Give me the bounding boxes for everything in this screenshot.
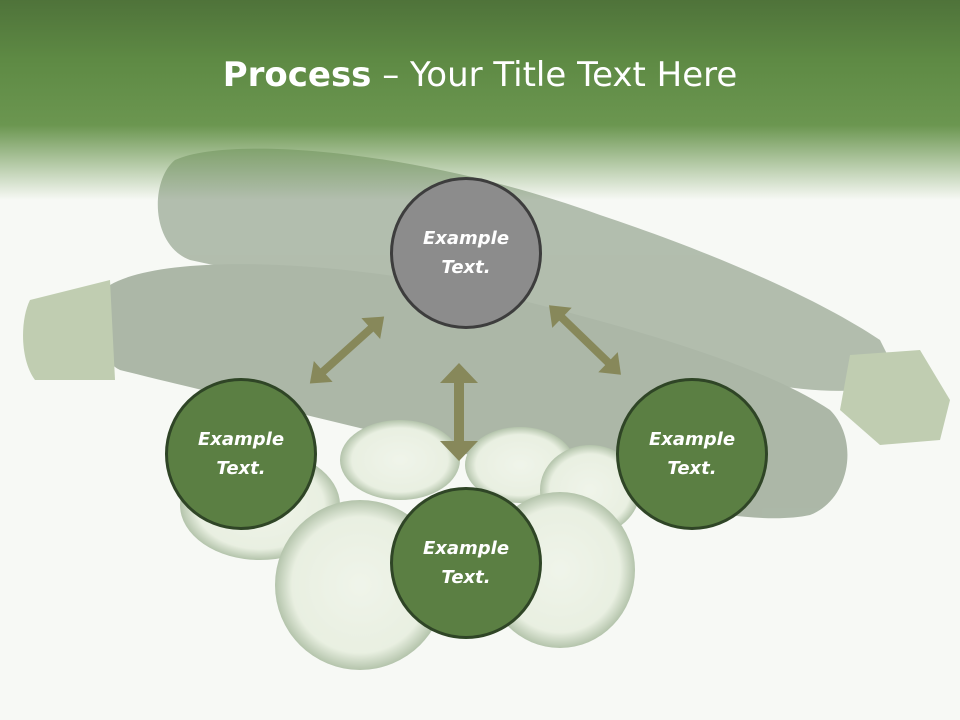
arrow-top-left [309, 316, 385, 384]
node-bottom[interactable]: Example Text. [390, 487, 542, 639]
arrow-top-right [549, 305, 621, 375]
node-left-label: Example Text. [197, 429, 285, 479]
title-bold: Process [222, 55, 372, 95]
node-bottom-label: Example Text. [422, 538, 510, 588]
slide-title: Process – Your Title Text Here [0, 50, 960, 100]
node-top[interactable]: Example Text. [390, 177, 542, 329]
arrow-vertical [440, 363, 478, 461]
node-right[interactable]: Example Text. [616, 378, 768, 530]
title-rest: – Your Title Text Here [371, 55, 738, 95]
header-band [0, 0, 960, 200]
node-right-label: Example Text. [648, 429, 736, 479]
node-left[interactable]: Example Text. [165, 378, 317, 530]
node-top-label: Example Text. [422, 228, 510, 278]
